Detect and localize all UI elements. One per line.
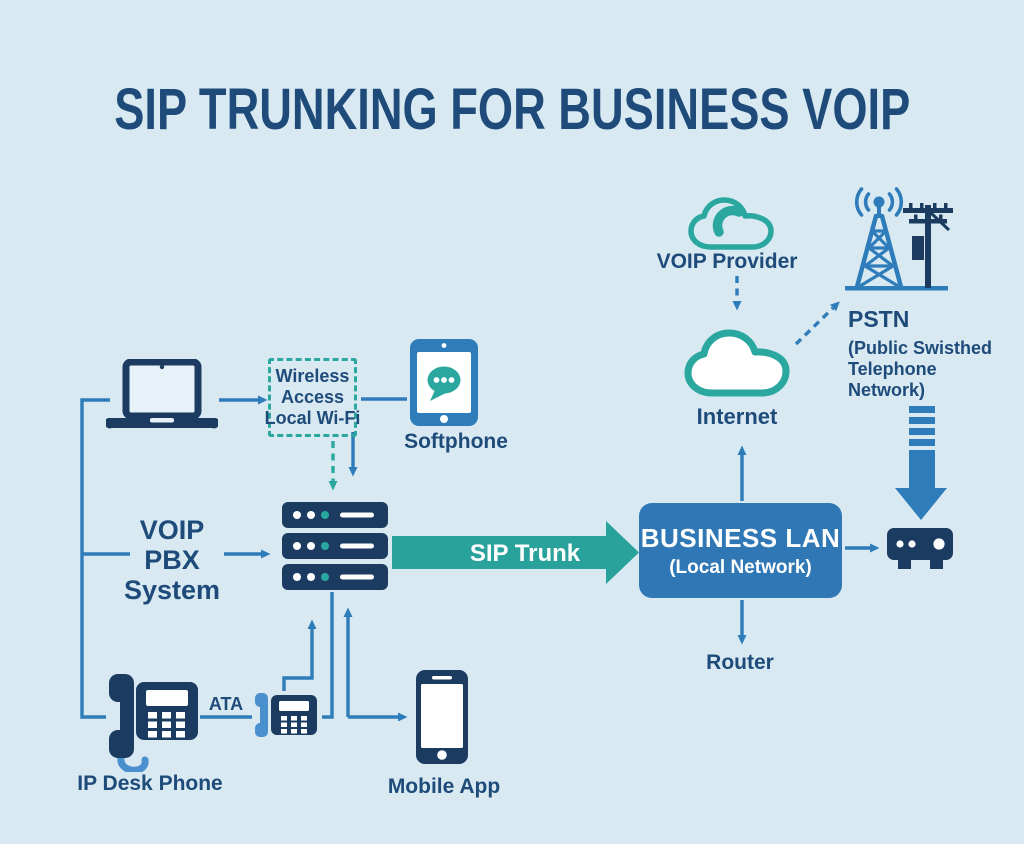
mobile-app-label: Mobile App xyxy=(387,775,501,798)
cell-tower-icon xyxy=(845,187,948,291)
arrow-ata-to-server xyxy=(282,619,317,691)
pstn-icons xyxy=(845,187,953,291)
chat-bubble-icon xyxy=(427,366,461,401)
pstn-subtitle: (Public Swisthed Telephone Network) xyxy=(848,338,1024,401)
internet-cloud-icon xyxy=(684,329,790,397)
ip-desk-phone-icon xyxy=(109,674,198,772)
pstn-subtitle-line1: (Public Swisthed xyxy=(848,338,993,358)
softphone-tablet-icon xyxy=(410,339,478,426)
pbx-label-line3: System xyxy=(123,575,221,605)
ata-phone-icon xyxy=(255,693,317,737)
page-title: SIP TRUNKING FOR BUSINESS VOIP xyxy=(113,77,911,142)
business-lan-box: BUSINESS LAN (Local Network) xyxy=(639,503,842,598)
pstn-title: PSTN xyxy=(848,306,910,332)
business-lan-title: BUSINESS LAN xyxy=(640,522,841,553)
router-label: Router xyxy=(706,651,774,674)
pstn-subtitle-line2: Telephone xyxy=(848,359,937,379)
utility-pole-icon xyxy=(903,203,953,288)
line-left-trunk xyxy=(80,398,130,719)
wireless-access-line3: Local Wi-Fi xyxy=(264,408,361,428)
line-server-to-ata xyxy=(322,592,334,719)
business-lan-subtitle: (Local Network) xyxy=(669,556,812,578)
arrow-internet-to-pstn-dashed xyxy=(794,301,840,346)
wireless-access-line2: Access xyxy=(280,387,345,407)
sip-trunk-arrow xyxy=(392,521,639,584)
softphone-label: Softphone xyxy=(404,430,508,453)
pbx-label-line2: PBX xyxy=(144,545,200,575)
laptop-icon xyxy=(106,359,218,429)
pstn-subtitle-line3: Network) xyxy=(848,380,926,400)
pbx-label-line1: VOIP xyxy=(139,515,205,545)
router-device-icon xyxy=(887,528,953,569)
wireless-access-line1: Wireless xyxy=(275,366,350,386)
striped-down-arrow-icon xyxy=(895,406,947,520)
pbx-server-icon xyxy=(282,502,388,590)
internet-label: Internet xyxy=(696,404,778,429)
ip-desk-phone-label: IP Desk Phone xyxy=(77,772,223,795)
sip-trunk-label: SIP Trunk xyxy=(469,540,581,567)
voip-provider-label: VOIP Provider xyxy=(656,250,798,273)
ata-label: ATA xyxy=(208,694,244,714)
mobile-phone-icon xyxy=(416,670,468,764)
wireless-access-box: Wireless Access Local Wi-Fi xyxy=(265,358,360,437)
voip-cloud-phone-icon xyxy=(688,197,774,250)
pbx-system-label: VOIP PBX System xyxy=(108,515,236,605)
